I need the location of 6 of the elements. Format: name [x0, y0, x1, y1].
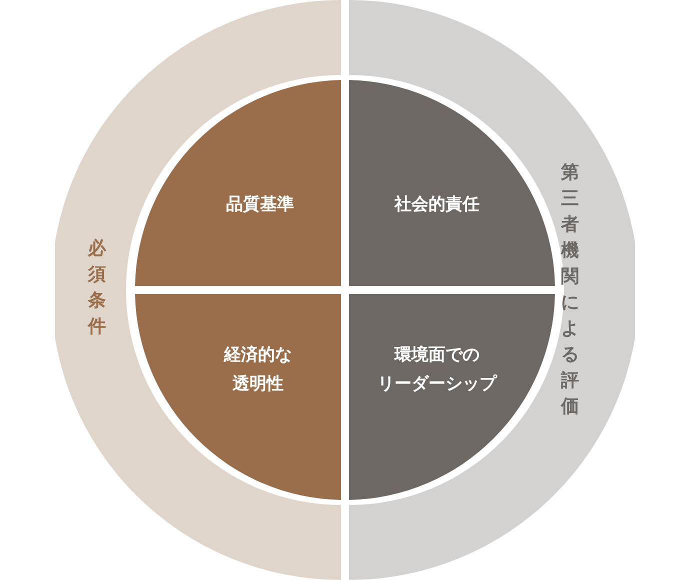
quadrant-label: 社会的責任 [394, 194, 480, 217]
quadrant-label: 品質基準 [226, 194, 294, 217]
ring-label: 第三者機関による評価 [560, 161, 580, 419]
ring-label: 必須条件 [87, 237, 107, 339]
quadrant-label: 経済的な透明性 [224, 344, 292, 396]
quadrant-label: 環境面でのリーダーシップ [378, 344, 496, 396]
